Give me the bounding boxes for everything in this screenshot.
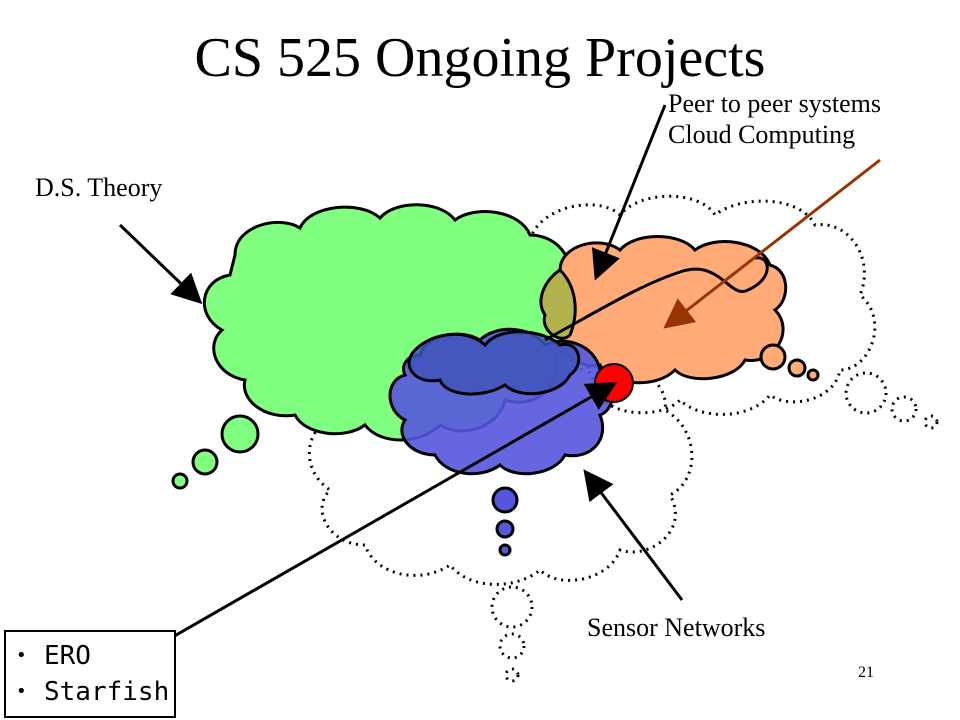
sensor-networks-label: Sensor Networks (587, 613, 766, 642)
ds-theory-arrow (118, 223, 203, 305)
slide-number: 21 (858, 664, 874, 681)
list-item-ero: ERO (6, 638, 174, 674)
blue-cloud (388, 327, 615, 557)
ero-arrow (149, 382, 618, 652)
p2p-cloud-label: Peer to peer systems Cloud Computing (668, 88, 881, 150)
page-title: CS 525 Ongoing Projects (194, 27, 766, 89)
p2p-label: Peer to peer systems (668, 89, 882, 118)
cloud-computing-arrow (663, 158, 881, 329)
wavy-connector-line (544, 256, 769, 342)
project-list-box: ERO Starfish (4, 630, 176, 718)
p2p-arrow (591, 104, 667, 281)
ds-theory-label: D.S. Theory (35, 173, 163, 202)
cloud-computing-label: Cloud Computing (668, 120, 856, 150)
sensor-arrow (583, 469, 684, 601)
dotted-cloud-right (528, 194, 939, 430)
list-item-starfish: Starfish (6, 674, 174, 710)
red-dot (594, 363, 634, 403)
